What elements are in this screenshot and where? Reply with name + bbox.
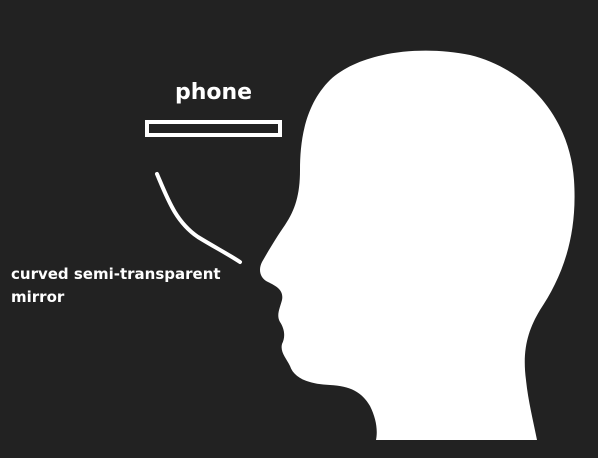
mirror-label-line1: curved semi-transparent: [11, 265, 221, 283]
mirror-label-line2: mirror: [11, 288, 65, 306]
phone-label: phone: [175, 80, 253, 105]
mirror-curve: [155, 172, 242, 264]
phone-rect: [145, 120, 282, 137]
head-silhouette-icon: [260, 50, 575, 441]
mirror-label: curved semi-transparent mirror: [11, 263, 221, 309]
